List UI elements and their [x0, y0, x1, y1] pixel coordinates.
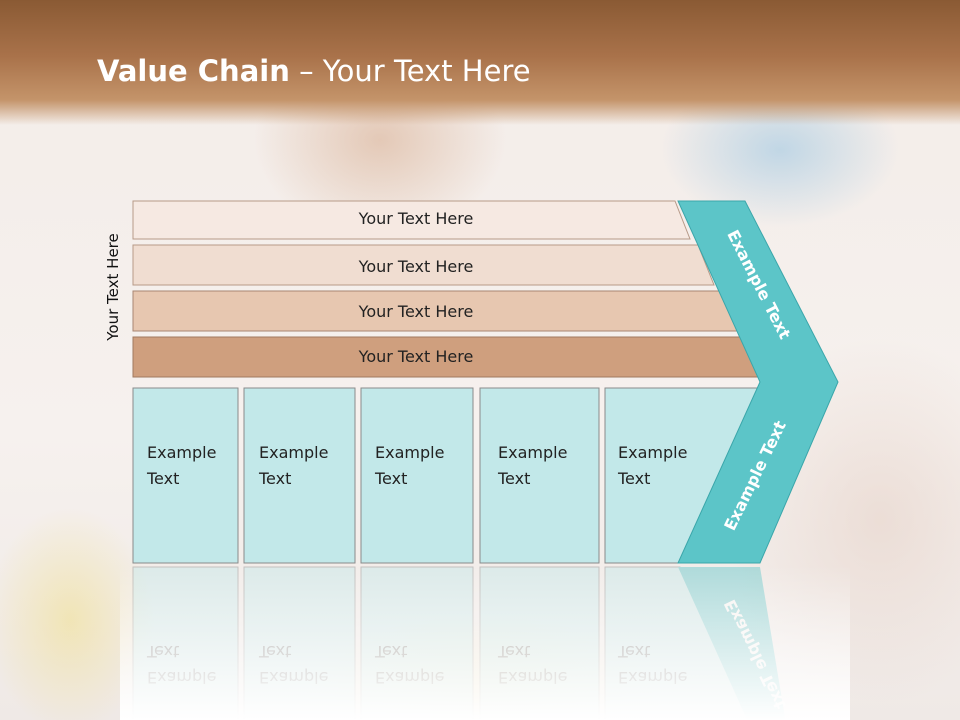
bar-1-label: Your Text Here: [358, 209, 474, 228]
box-5-line2: Text: [617, 469, 650, 488]
slide-title: Value Chain – Your Text Here: [97, 54, 531, 88]
box-4: [479, 387, 600, 564]
box-3: [360, 387, 474, 564]
chevron-arrow: [677, 200, 839, 564]
box-5-line1: Example: [618, 443, 687, 462]
title-rest: – Your Text Here: [289, 54, 531, 88]
box-1-line2: Text: [146, 469, 179, 488]
bar-1: [132, 200, 691, 240]
reflection-fade: [120, 565, 850, 720]
box-2-line1: Example: [259, 443, 328, 462]
box-3-line2: Text: [374, 469, 407, 488]
bar-2: [132, 244, 715, 286]
box-4-line2: Text: [497, 469, 530, 488]
bar-2-label: Your Text Here: [358, 257, 474, 276]
box-2-line2: Text: [258, 469, 291, 488]
box-2: [243, 387, 356, 564]
bar-3-label: Your Text Here: [358, 302, 474, 321]
box-4-line1: Example: [498, 443, 567, 462]
box-1-line1: Example: [147, 443, 216, 462]
title-bold: Value Chain: [97, 54, 290, 88]
box-1: [132, 387, 239, 564]
box-3-line1: Example: [375, 443, 444, 462]
title-bar: [0, 0, 960, 125]
bar-4-label: Your Text Here: [358, 347, 474, 366]
